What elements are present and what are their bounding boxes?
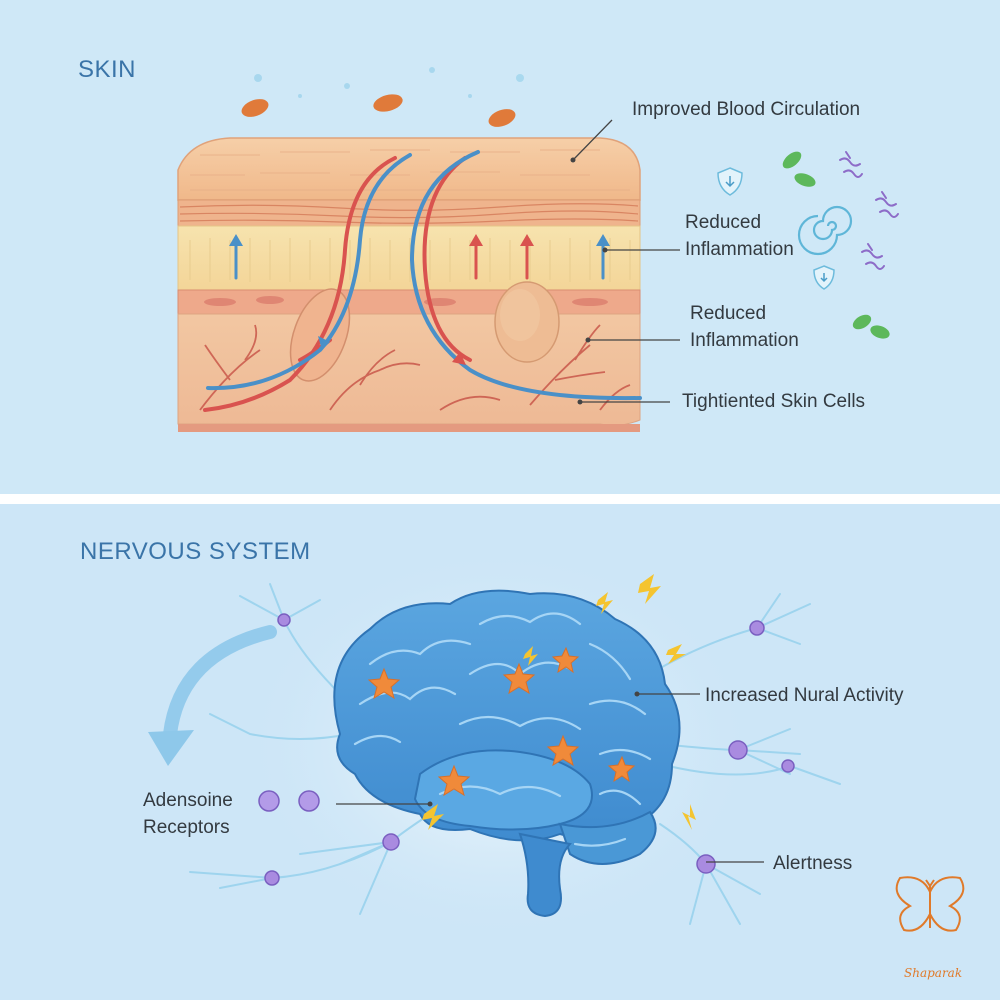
label-line: Reduced xyxy=(690,303,767,324)
lightning-icon xyxy=(422,574,696,830)
microbe-icon xyxy=(839,151,899,270)
nervous-leader-lines xyxy=(336,693,764,863)
skin-cross-section xyxy=(177,137,642,432)
label-tightened-skin-cells: Tightiented Skin Cells xyxy=(682,391,866,412)
receptor-dots xyxy=(264,613,795,886)
spiral-icon xyxy=(797,205,853,256)
label-increased-neural-activity: Increased Nural Activity xyxy=(705,685,904,706)
label-line: Receptors xyxy=(143,817,230,838)
shield-icon xyxy=(813,265,835,290)
shield-icon xyxy=(717,167,743,196)
label-line: Inflammation xyxy=(690,330,799,351)
skin-leader-lines xyxy=(572,119,680,403)
label-reduced-inflammation-2: Reduced Inflammation xyxy=(690,300,850,354)
brain-illustration xyxy=(148,544,841,944)
brain xyxy=(333,589,681,918)
label-adenosine-receptors: Adensoine Receptors xyxy=(143,787,303,841)
leaf-icon xyxy=(782,151,816,187)
label-line: Adensoine xyxy=(143,790,233,811)
floating-particles xyxy=(254,67,524,98)
curved-arrow-icon xyxy=(148,625,277,766)
label-alertness: Alertness xyxy=(773,853,853,874)
skin-title: SKIN xyxy=(78,56,137,83)
leaf-icon xyxy=(852,314,890,339)
nervous-title: NERVOUS SYSTEM xyxy=(80,538,311,565)
adenosine-receptor-icon xyxy=(258,790,320,812)
activity-stars xyxy=(367,646,636,797)
nervous-panel: NERVOUS SYSTEM xyxy=(0,504,1000,1000)
skin-illustration xyxy=(177,67,899,432)
skin-panel: SKIN xyxy=(0,0,1000,494)
label-line: Inflammation xyxy=(685,239,794,260)
logo-text: Shaparak xyxy=(904,966,963,980)
label-reduced-inflammation-1: Reduced Inflammation xyxy=(685,209,845,263)
label-line: Reduced xyxy=(685,212,762,233)
neuron-branches xyxy=(189,583,841,925)
label-improved-blood-circulation: Improved Blood Circulation xyxy=(632,99,861,120)
